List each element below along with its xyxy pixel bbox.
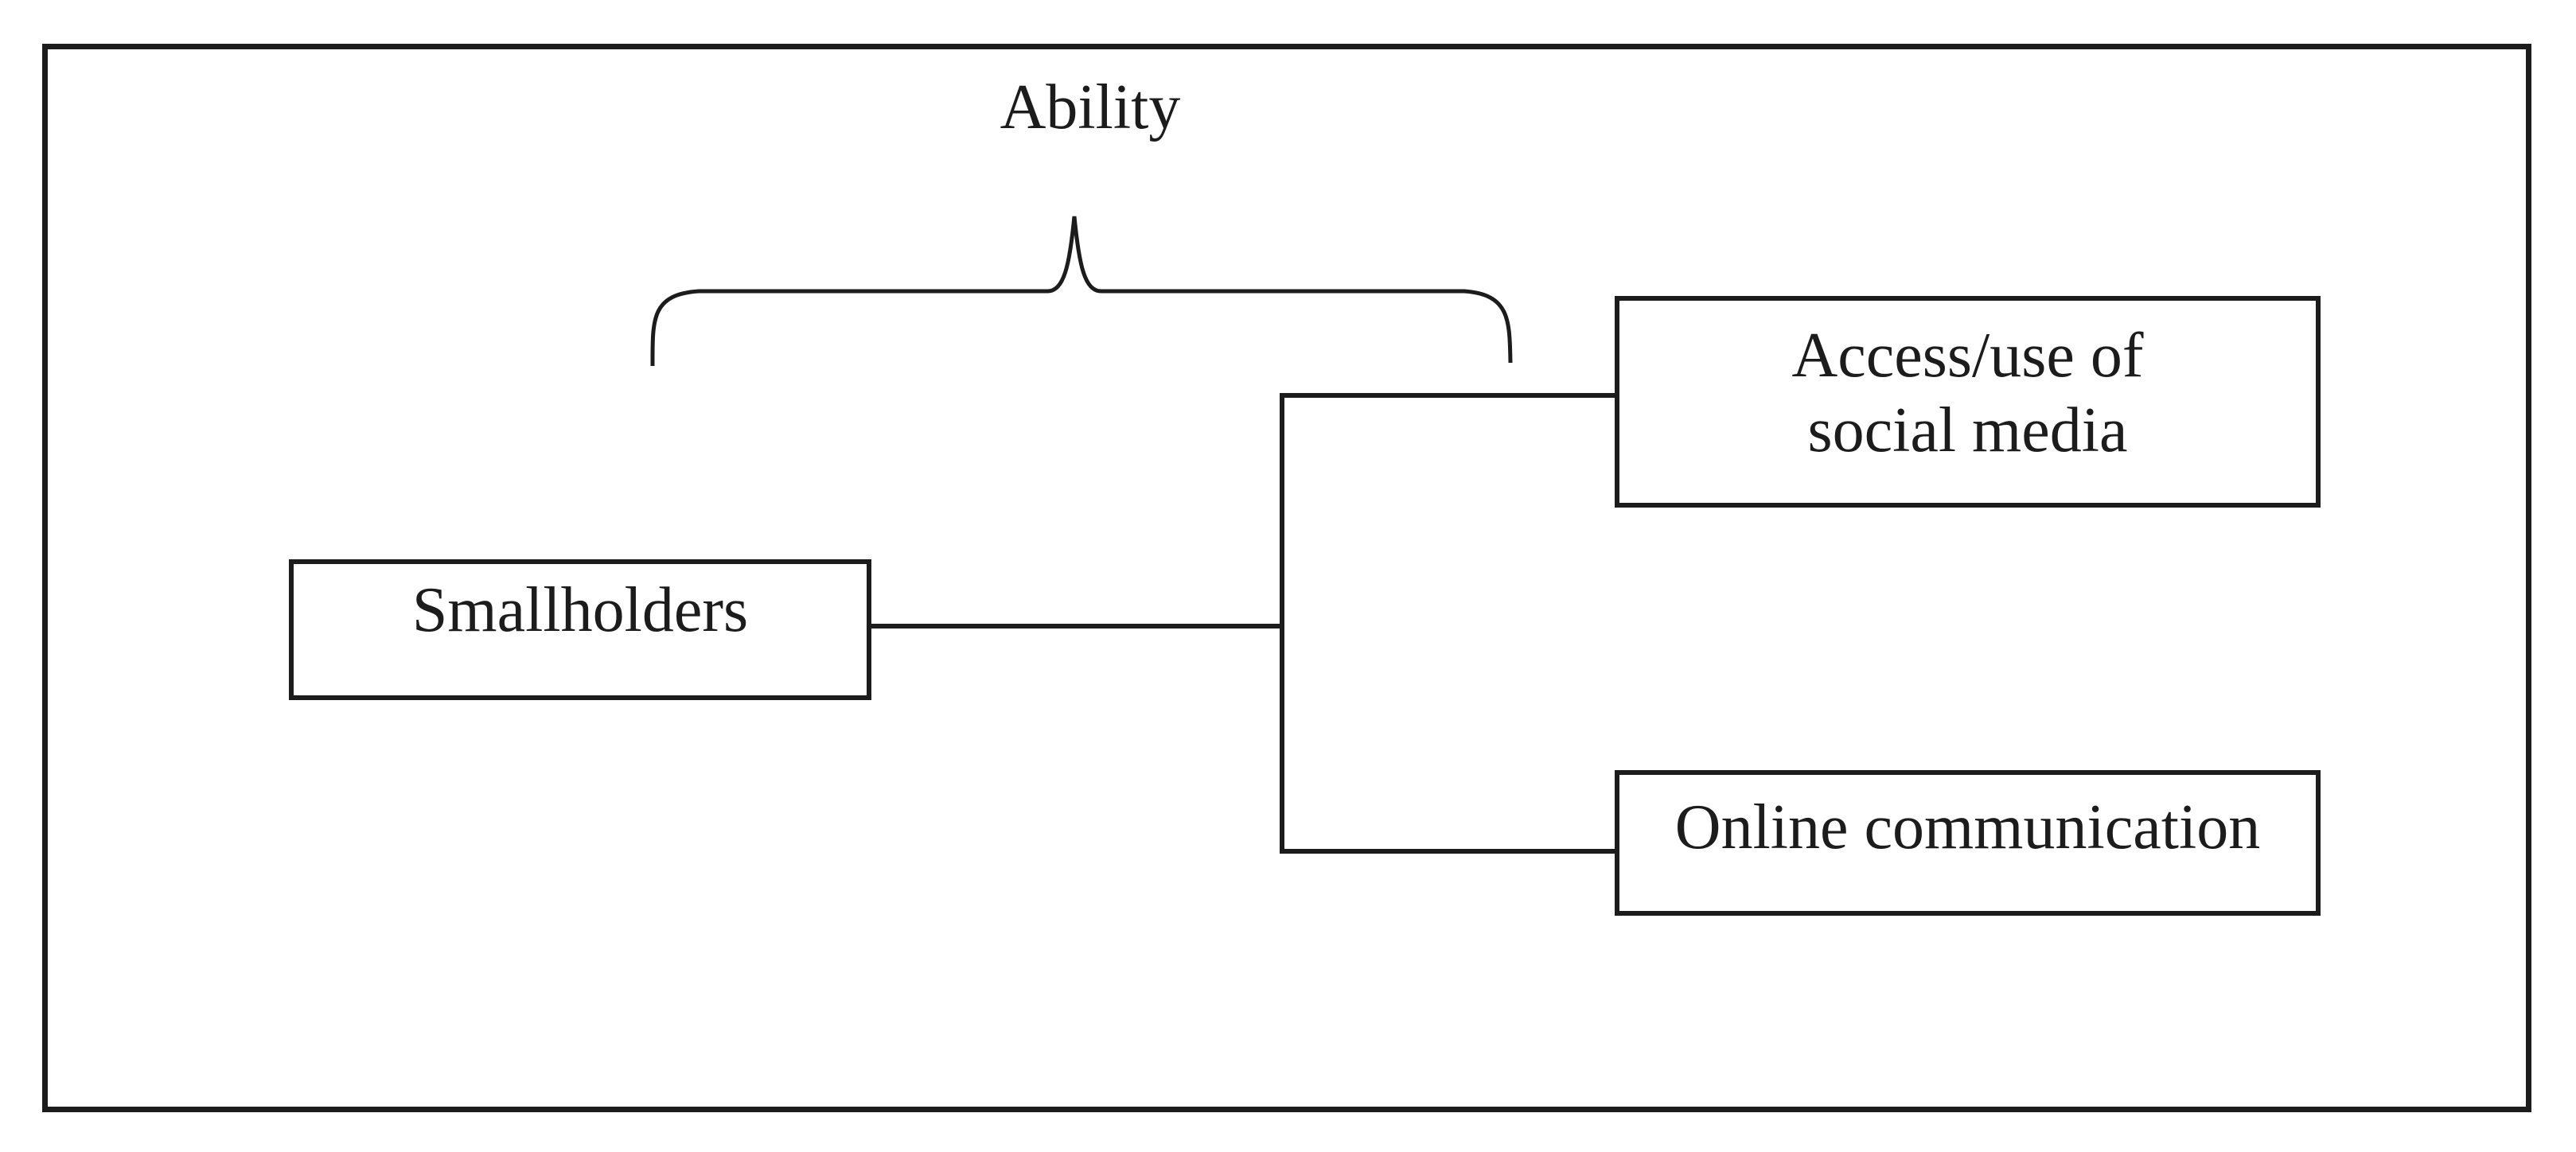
- node-access-social-media: Access/use of social media: [1615, 296, 2321, 508]
- node-access-line2: social media: [1807, 395, 2128, 465]
- brace-icon: [650, 216, 1513, 367]
- node-access-label: Access/use of social media: [1791, 318, 2143, 468]
- connector-branch-lines: [1280, 393, 1616, 854]
- node-online-label: Online communication: [1674, 792, 2261, 862]
- node-access-line1: Access/use of: [1791, 321, 2144, 391]
- figure-border: [42, 44, 2531, 1112]
- node-smallholders-label: Smallholders: [411, 575, 749, 645]
- ability-label: Ability: [1000, 72, 1181, 142]
- node-smallholders: Smallholders: [289, 559, 871, 700]
- node-online-communication: Online communication: [1615, 770, 2321, 916]
